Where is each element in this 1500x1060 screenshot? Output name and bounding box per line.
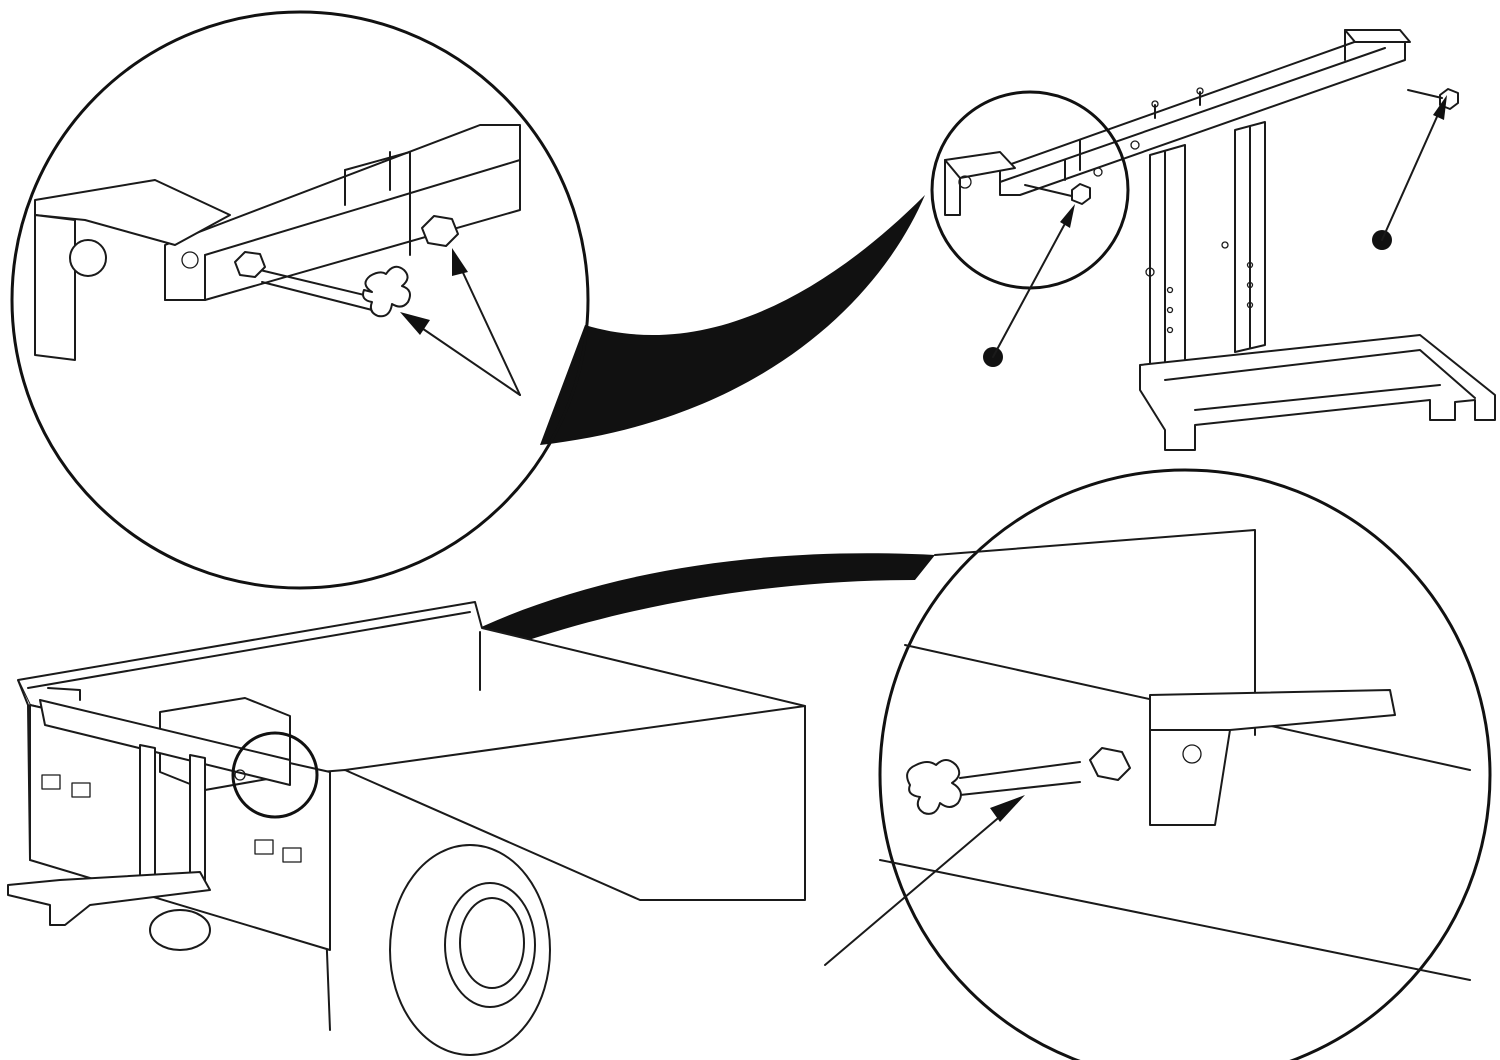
hex-nut-icon: [421, 215, 459, 247]
utility-cart: [7, 601, 806, 1056]
bottom-right-zoom: [824, 468, 1492, 1060]
top-right-pointers: [983, 95, 1447, 367]
top-connector-swoosh: [540, 195, 925, 445]
zoom-ring-small-bottom: [231, 731, 319, 819]
star-knob-icon: [362, 265, 411, 318]
hex-nut-icon: [234, 251, 266, 278]
top-left-zoom: [10, 10, 590, 590]
star-knob-icon: [906, 759, 962, 815]
rack-frame: [944, 29, 1496, 451]
